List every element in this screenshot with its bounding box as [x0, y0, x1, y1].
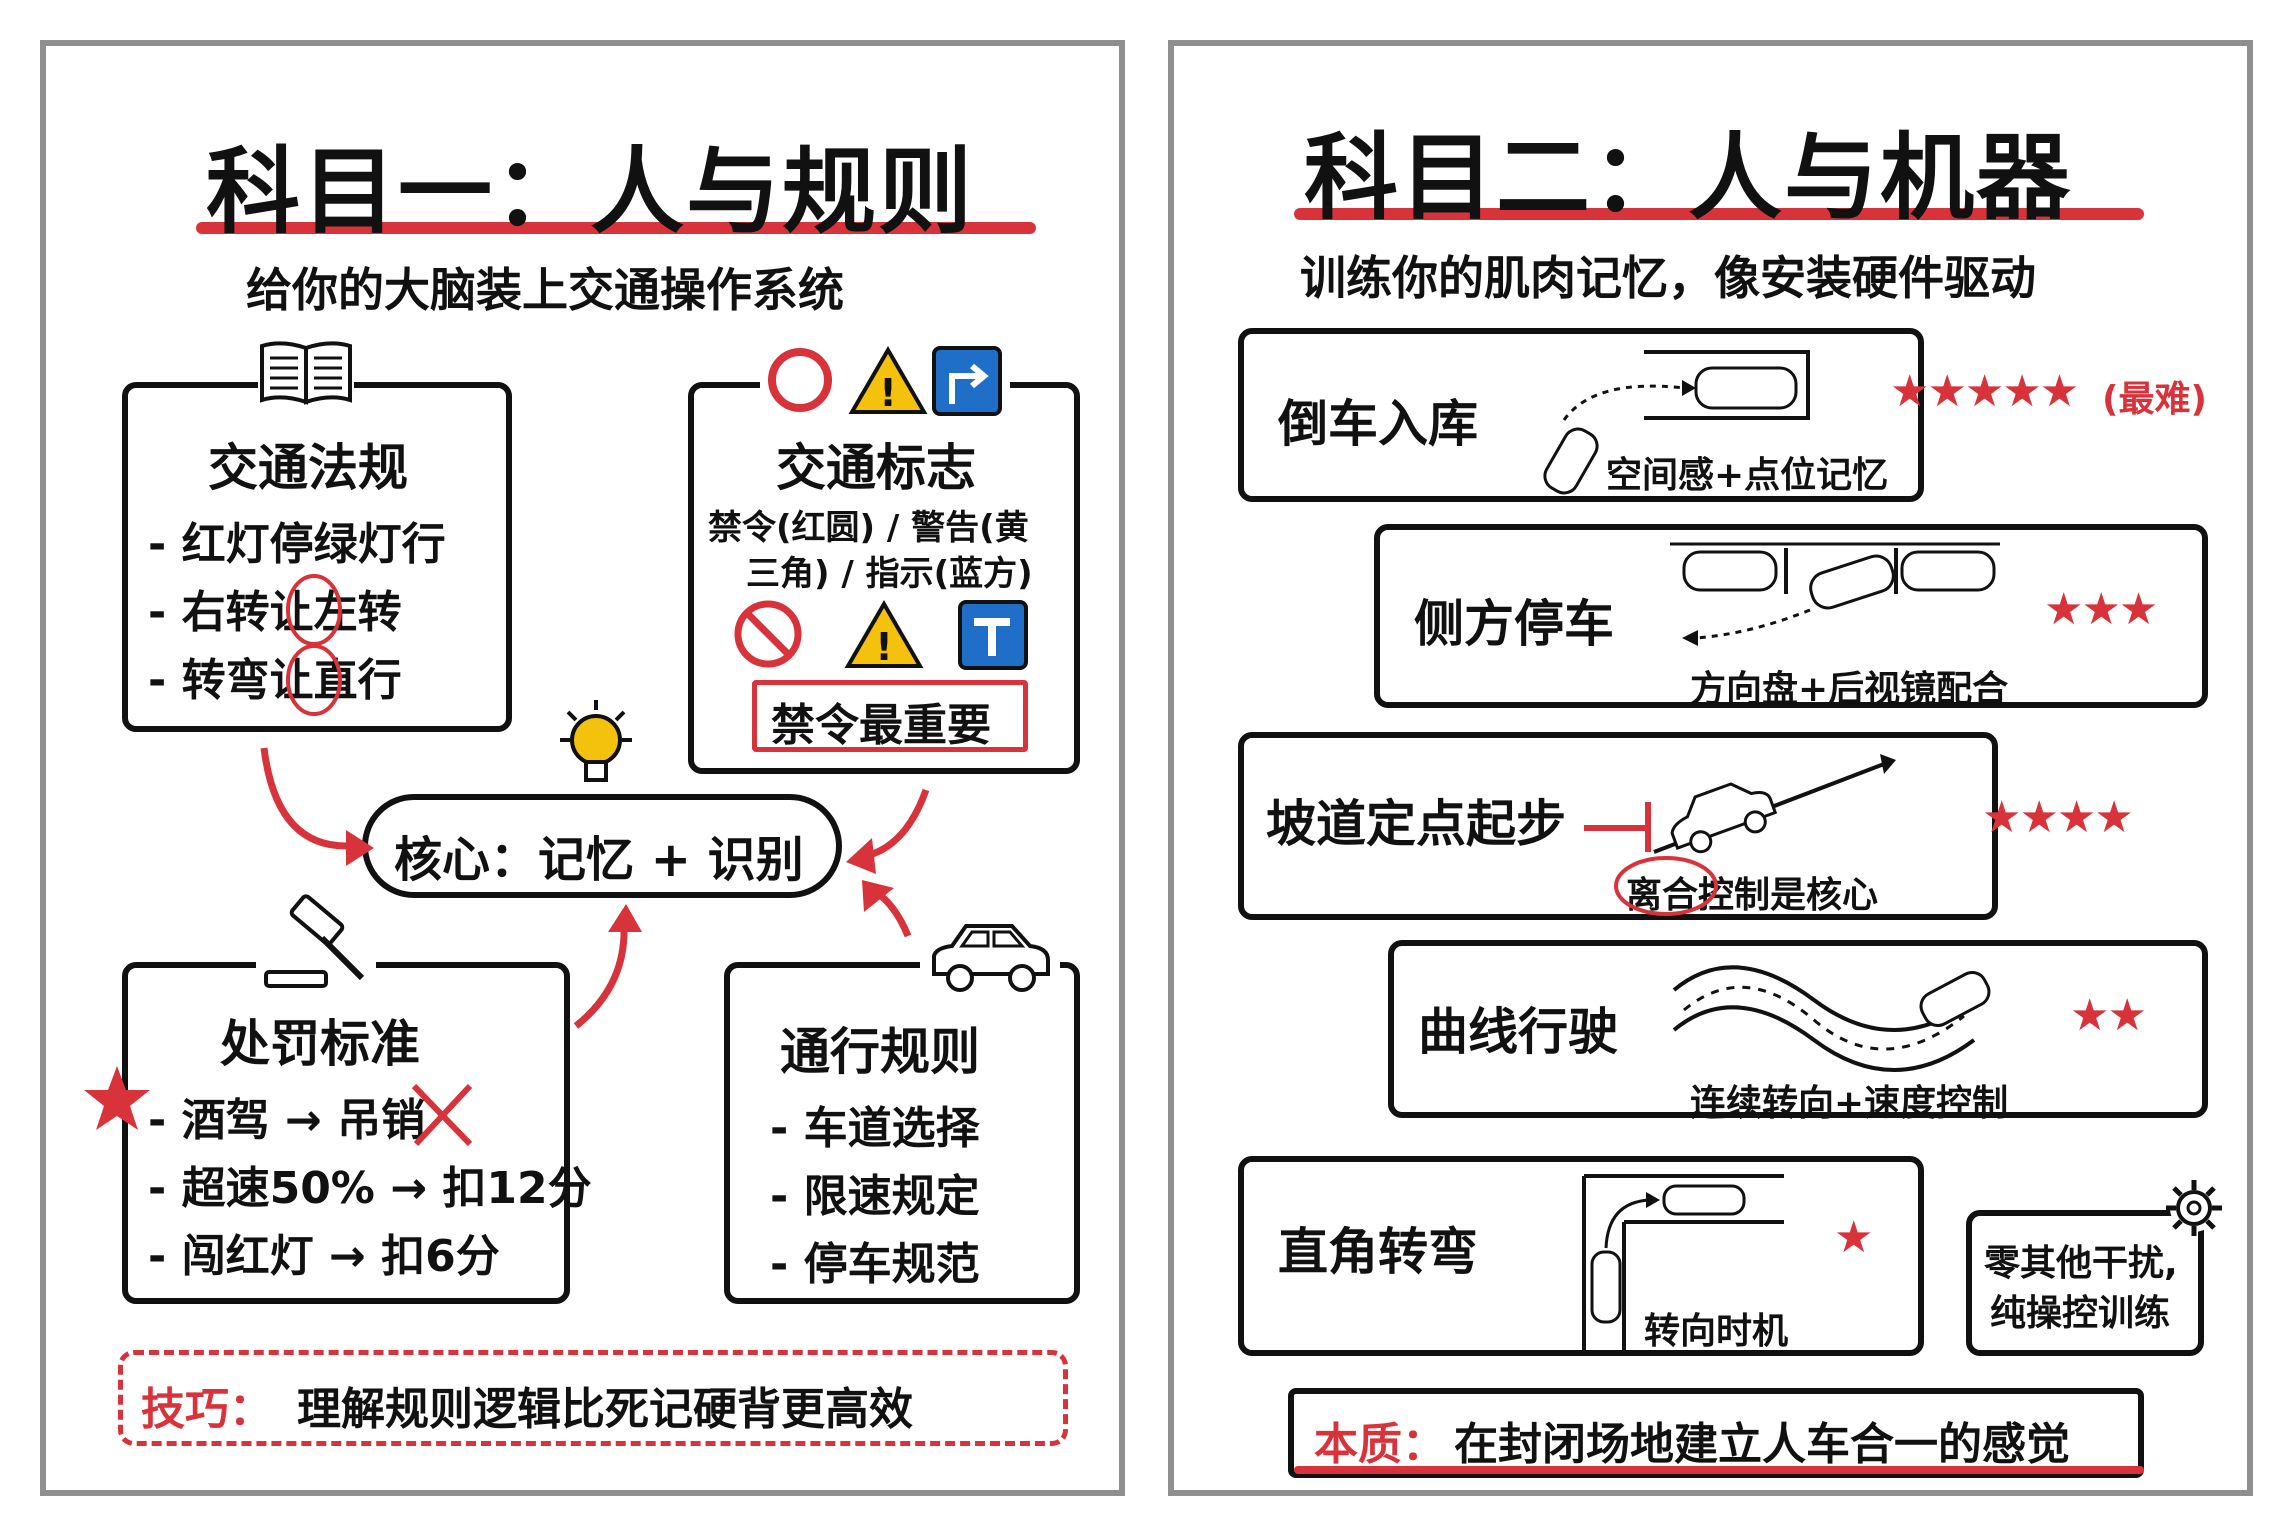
skill-name: 坡道定点起步	[1266, 795, 1566, 853]
skill-note: 离合控制是核心	[1626, 875, 1879, 916]
laws-card: 交通法规 - 红灯停绿灯行 - 右转让左转 - 转弯让直行	[122, 382, 512, 732]
penalty-title: 处罚标准	[220, 1015, 420, 1073]
side-note-box: 零其他干扰, 纯操控训练	[1966, 1210, 2204, 1356]
car-icon	[920, 920, 1060, 998]
page-title: 科目一：人与规则	[206, 138, 975, 247]
page-title: 科目二：人与机器	[1304, 124, 2073, 233]
skill-card-right-angle-turn: 直角转弯 转向时机 ★	[1238, 1156, 1924, 1356]
difficulty-stars: ★	[1834, 1212, 1873, 1263]
difficulty-stars: ★★★	[2044, 584, 2158, 635]
reverse-parking-diagram-icon	[1562, 350, 1810, 421]
skill-name: 倒车入库	[1278, 395, 1478, 453]
title-underline	[1294, 208, 2144, 220]
svg-text:!: !	[879, 371, 896, 415]
laws-item: - 右转让左转	[148, 587, 402, 638]
skill-note: 转向时机	[1644, 1311, 1789, 1352]
prohibition-sign-icon	[768, 348, 832, 412]
side-note-line2: 纯操控训练	[1990, 1293, 2171, 1334]
warning-sign-icon	[844, 600, 924, 668]
parallel-parking-diagram-icon	[1670, 542, 2000, 646]
core-bubble: 核心：记忆 + 识别	[362, 794, 842, 898]
page-subtitle: 训练你的肌肉记忆，像安装硬件驱动	[1300, 251, 2036, 305]
essence-underline	[1294, 1466, 2144, 1474]
lightbulb-icon	[560, 700, 632, 782]
signs-highlight: 禁令最重要	[771, 700, 991, 751]
gavel-icon	[256, 894, 376, 992]
skill-name: 曲线行驶	[1418, 1003, 1618, 1061]
signs-card: 交通标志 禁令(红圆) / 警告(黄 三角) / 指示(蓝方) ! 禁令最重要	[688, 382, 1080, 774]
strike-x-icon	[411, 1083, 473, 1147]
penalty-item: - 酒驾 → 吊销	[148, 1095, 426, 1146]
skill-card-reverse-parking: 倒车入库 空间感+点位记忆	[1238, 328, 1924, 502]
essence-text: 在封闭场地建立人车合一的感觉	[1454, 1419, 2070, 1470]
difficulty-stars: ★★★★★	[1890, 366, 2079, 417]
highlight-circles	[286, 574, 342, 716]
tip-label: 技巧：	[141, 1384, 273, 1435]
tip-text: 理解规则逻辑比死记硬背更高效	[297, 1384, 913, 1435]
panel-subject-two: 科目二：人与机器 训练你的肌肉记忆，像安装硬件驱动 倒车入库 空间感+点位记忆 …	[1168, 40, 2253, 1496]
skill-note: 连续转向+速度控制	[1690, 1083, 2009, 1124]
penalty-item: - 超速50% → 扣12分	[148, 1163, 592, 1214]
laws-title: 交通法规	[208, 439, 408, 497]
laws-item: - 红灯停绿灯行	[148, 519, 446, 570]
highlight-circle	[1614, 856, 1718, 916]
traffic-rules-card: 通行规则 - 车道选择 - 限速规定 - 停车规范	[724, 962, 1080, 1304]
star-icon	[84, 1066, 150, 1130]
sign-icons-row1: !	[760, 346, 1010, 416]
signs-desc-line1: 禁令(红圆) / 警告(黄	[708, 508, 1029, 548]
difficulty-stars: ★★★★	[1982, 792, 2134, 843]
warning-sign-icon	[848, 346, 928, 414]
skill-card-curve-driving: 曲线行驶 连续转向+速度控制 ★★	[1388, 940, 2208, 1124]
difficulty-stars: ★★	[2070, 990, 2147, 1041]
skill-name: 直角转弯	[1278, 1223, 1478, 1281]
penalty-item: - 闯红灯 → 扣6分	[148, 1231, 500, 1282]
right-angle-turn-diagram-icon	[1582, 1174, 1784, 1352]
essence-label: 本质：	[1314, 1419, 1446, 1470]
skill-note: 空间感+点位记忆	[1606, 455, 1889, 496]
skill-card-parallel-parking: 侧方停车 方向盘+后视镜配合 ★★★	[1374, 524, 2208, 710]
signs-desc-line2: 三角) / 指示(蓝方)	[746, 554, 1033, 594]
signs-highlight-box: 禁令最重要	[752, 680, 1028, 752]
core-text: 核心：记忆 + 识别	[394, 832, 804, 888]
flow-arrows	[260, 747, 930, 1029]
title-underline	[196, 222, 1036, 234]
sign-icons-row2: !	[734, 600, 1028, 670]
svg-text:!: !	[875, 625, 892, 669]
penalty-card: 处罚标准 - 酒驾 → 吊销 - 超速50% → 扣12分 - 闯红灯 → 扣6…	[122, 962, 592, 1304]
traffic-title: 通行规则	[780, 1023, 980, 1081]
traffic-item: - 停车规范	[770, 1239, 980, 1290]
side-note-line1: 零其他干扰,	[1984, 1243, 2178, 1284]
essence-box: 本质： 在封闭场地建立人车合一的感觉	[1288, 1388, 2144, 1478]
hill-start-diagram-icon	[1584, 754, 1896, 854]
curve-road-diagram-icon	[1672, 965, 1991, 1072]
book-icon	[258, 340, 354, 406]
page-subtitle: 给你的大脑装上交通操作系统	[246, 263, 844, 317]
tip-box: 技巧： 理解规则逻辑比死记硬背更高效	[118, 1350, 1068, 1446]
gear-icon	[2166, 1180, 2222, 1236]
difficulty-extra: (最难)	[2102, 379, 2207, 420]
skill-note: 方向盘+后视镜配合	[1690, 669, 2009, 710]
panel-subject-one: 科目一：人与规则 给你的大脑装上交通操作系统 交通法规 - 红灯停绿灯行 - 右…	[40, 40, 1125, 1496]
car-icon	[1543, 427, 1599, 495]
signs-title: 交通标志	[776, 439, 976, 497]
traffic-item: - 车道选择	[770, 1103, 980, 1154]
skill-name: 侧方停车	[1414, 595, 1614, 653]
traffic-item: - 限速规定	[770, 1171, 980, 1222]
laws-item: - 转弯让直行	[148, 655, 402, 706]
skill-card-hill-start: 坡道定点起步 离合控制是核心	[1238, 732, 1998, 920]
